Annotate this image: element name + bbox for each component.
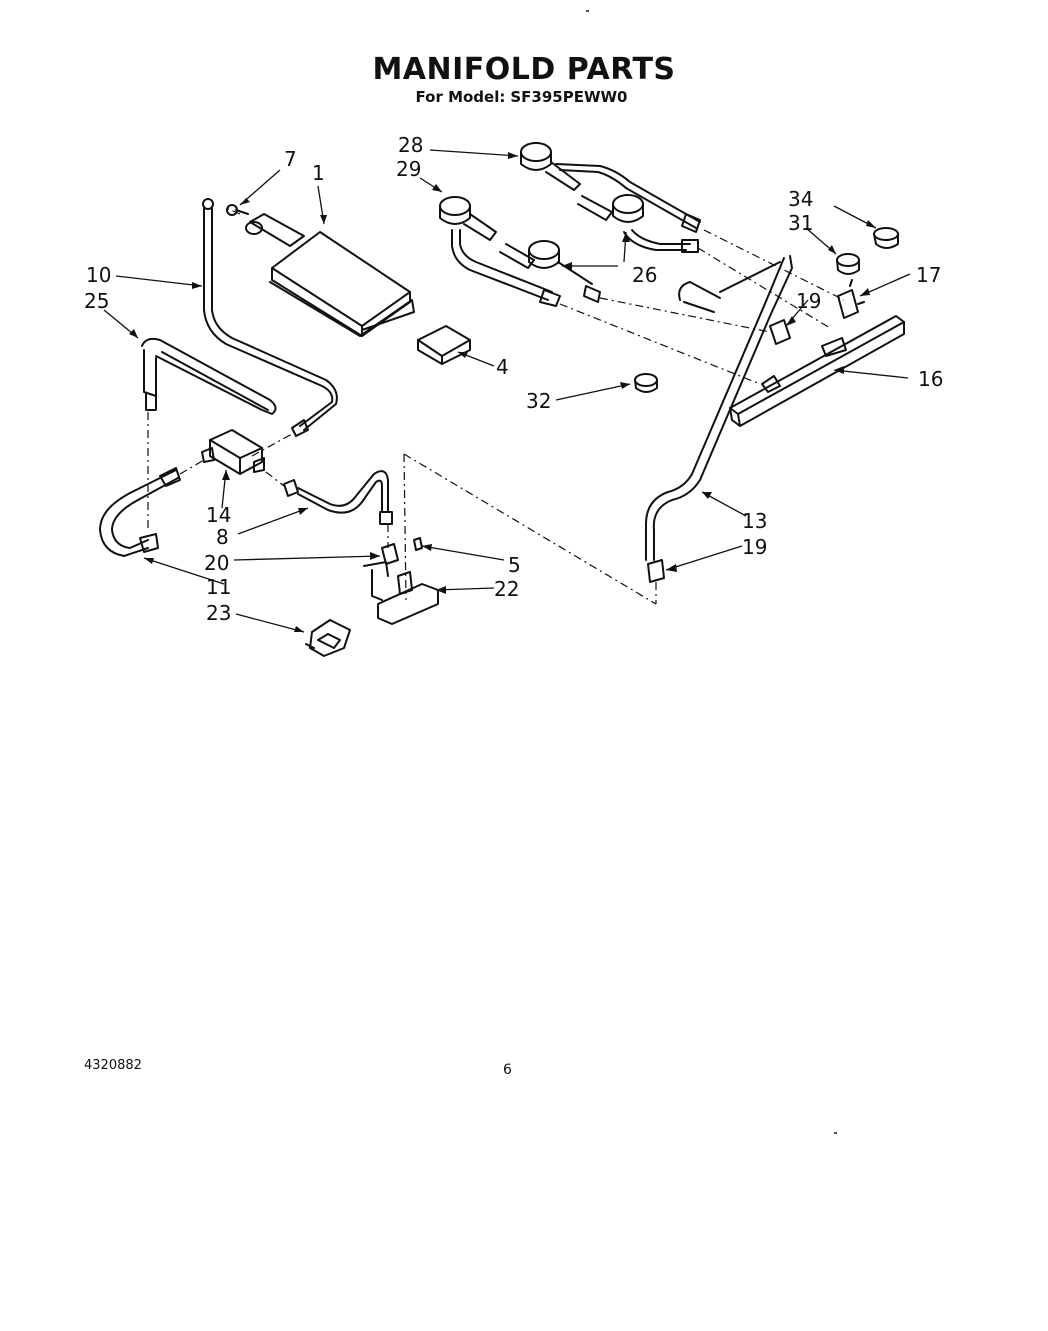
scan-speck — [586, 10, 589, 12]
callout-10: 10 — [86, 263, 111, 287]
callout-26: 26 — [632, 263, 657, 287]
callout-1: 1 — [312, 161, 325, 185]
callout-28: 28 — [398, 133, 423, 157]
broil-tube-part — [99, 467, 181, 557]
callout-8: 8 — [216, 525, 229, 549]
regulator-part — [305, 619, 351, 657]
callout-22: 22 — [494, 577, 519, 601]
callout-32: 32 — [526, 389, 551, 413]
safety-valve-part — [201, 429, 265, 475]
model-subtitle: For Model:SF395PEWW0 — [0, 88, 1048, 106]
callout-34: 34 — [788, 187, 813, 211]
manifold-fitting-part — [363, 537, 439, 625]
callout-5: 5 — [508, 553, 521, 577]
callout-17: 17 — [916, 263, 941, 287]
callout-14: 14 — [206, 503, 231, 527]
callout-labels: 7 1 28 29 34 31 17 10 25 26 19 4 16 32 1… — [84, 133, 943, 625]
knob-34-part — [873, 227, 899, 249]
callout-19-upper: 19 — [796, 289, 821, 313]
callout-13: 13 — [742, 509, 767, 533]
callout-4: 4 — [496, 355, 509, 379]
rear-left-burner-part — [520, 142, 701, 233]
page-number: 6 — [503, 1062, 512, 1078]
callout-7: 7 — [284, 147, 297, 171]
callout-20: 20 — [204, 551, 229, 575]
page-title: MANIFOLD PARTS — [372, 52, 676, 87]
front-left-burner-part — [439, 196, 561, 307]
regulator-tube-part — [283, 470, 393, 525]
callout-29: 29 — [396, 157, 421, 181]
callout-23: 23 — [206, 601, 231, 625]
valve-part — [837, 279, 865, 319]
callout-31: 31 — [788, 211, 813, 235]
knob-31-part — [836, 253, 860, 275]
oven-burner-part — [226, 204, 415, 337]
oven-supply-tube-part — [202, 198, 338, 437]
callout-19-lower: 19 — [742, 535, 767, 559]
document-number: 4320882 — [84, 1058, 142, 1073]
knob-32-part — [634, 373, 658, 393]
callout-16: 16 — [918, 367, 943, 391]
broil-burner-part — [141, 337, 277, 415]
callout-11: 11 — [206, 575, 231, 599]
scan-speck — [834, 1132, 837, 1134]
bracket-part — [417, 325, 471, 365]
manifold-bar-part — [729, 315, 905, 427]
model-label: For Model: — [415, 88, 506, 106]
orifice-part-upper — [769, 319, 791, 345]
model-number: SF395PEWW0 — [510, 88, 628, 106]
orifice-part-lower — [647, 559, 665, 583]
long-tube-part — [645, 255, 793, 561]
rear-right-burner-part — [577, 194, 699, 253]
callout-25: 25 — [84, 289, 109, 313]
